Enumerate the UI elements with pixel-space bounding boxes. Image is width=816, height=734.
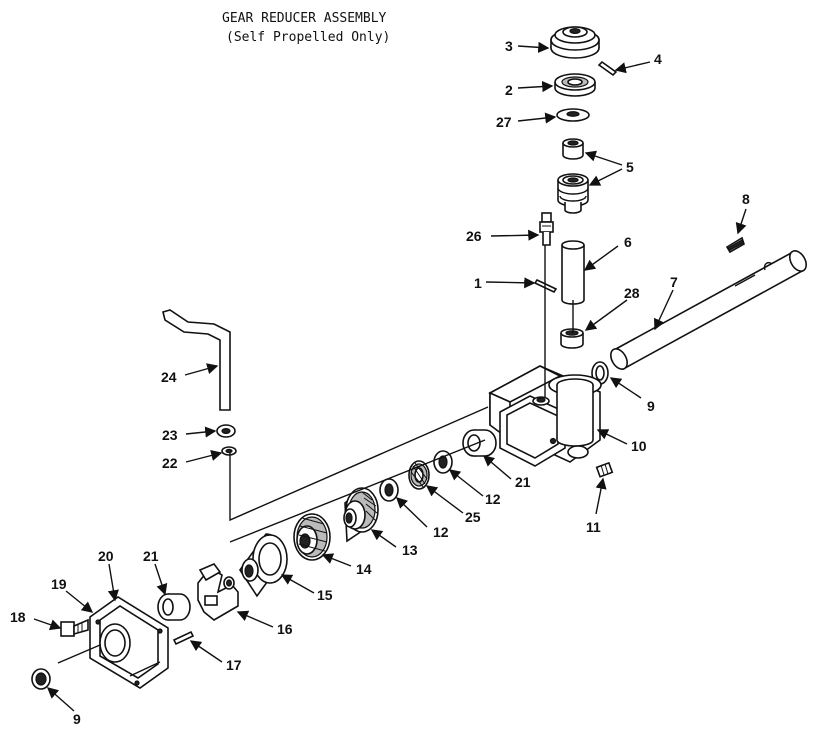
callout-9-lower: 9	[73, 711, 81, 727]
callout-17: 17	[226, 657, 242, 673]
key-part-8	[725, 236, 745, 254]
callout-19: 19	[51, 576, 67, 592]
callout-8: 8	[742, 191, 750, 207]
callout-13: 13	[402, 542, 418, 558]
callout-labels: 3 4 2 27 5 8 26 6 1 7 28 24 9 10 23 22 2…	[10, 38, 750, 727]
thrust-washer-part-12-upper	[433, 450, 453, 474]
callout-24: 24	[161, 369, 177, 385]
set-screw-part-11	[595, 461, 614, 478]
callout-21-lower: 21	[143, 548, 159, 564]
callout-18: 18	[10, 609, 26, 625]
callout-2: 2	[505, 82, 513, 98]
axle-shaft-part-7	[610, 250, 807, 370]
callout-23: 23	[162, 427, 178, 443]
washer-part-22	[221, 446, 237, 456]
bushing-part-5-upper	[562, 138, 584, 160]
worm-gear-part-13	[343, 487, 379, 543]
callout-27: 27	[496, 114, 512, 130]
callout-28: 28	[624, 285, 640, 301]
callout-25: 25	[465, 509, 481, 525]
cone-part-15	[239, 533, 288, 598]
assembly-center-lines	[57, 245, 574, 677]
bushing-part-21-lower	[157, 593, 191, 621]
callout-16: 16	[277, 621, 293, 637]
shift-lever-part-24	[162, 309, 231, 411]
pin-part-17	[172, 630, 195, 646]
callout-7: 7	[670, 274, 678, 290]
bushing-part-21-upper	[462, 429, 497, 457]
bearing-part-2	[554, 73, 596, 97]
pulley-part-3	[550, 26, 600, 59]
callout-12-lower: 12	[433, 524, 449, 540]
callout-11: 11	[586, 519, 601, 535]
callout-10: 10	[631, 438, 647, 454]
callout-20: 20	[98, 548, 114, 564]
bushing-part-5-lower	[557, 173, 589, 214]
thrust-washer-part-12-lower	[379, 478, 399, 502]
callout-21-upper: 21	[515, 474, 531, 490]
gear-part-14	[293, 513, 331, 561]
washer-part-27	[556, 108, 590, 122]
callout-26: 26	[466, 228, 482, 244]
callout-1: 1	[474, 275, 482, 291]
callout-4: 4	[654, 51, 662, 67]
retaining-ring-part-9-lower	[31, 668, 51, 690]
callout-3: 3	[505, 38, 513, 54]
thrust-bearing-part-25	[408, 460, 430, 490]
callout-6: 6	[624, 234, 632, 250]
clutch-fork-part-16	[197, 563, 239, 621]
bolt-part-18	[60, 618, 89, 637]
grease-fitting-part-26	[539, 212, 554, 246]
shaft-part-6	[561, 240, 585, 305]
leader-lines	[33, 41, 747, 712]
callout-12-upper: 12	[485, 491, 501, 507]
gear-housing-part-10	[488, 365, 602, 467]
diagram-title-line-2: (Self Propelled Only)	[226, 30, 390, 45]
diagram-title-line-1: GEAR REDUCER ASSEMBLY	[222, 11, 387, 26]
callout-15: 15	[317, 587, 333, 603]
callout-9-upper: 9	[647, 398, 655, 414]
key-part-4	[597, 60, 618, 77]
cover-part-20	[89, 596, 169, 689]
callout-22: 22	[162, 455, 178, 471]
lock-washer-part-23	[216, 424, 236, 438]
callout-5: 5	[626, 159, 634, 175]
callout-14: 14	[356, 561, 372, 577]
bushing-part-28	[560, 328, 584, 349]
